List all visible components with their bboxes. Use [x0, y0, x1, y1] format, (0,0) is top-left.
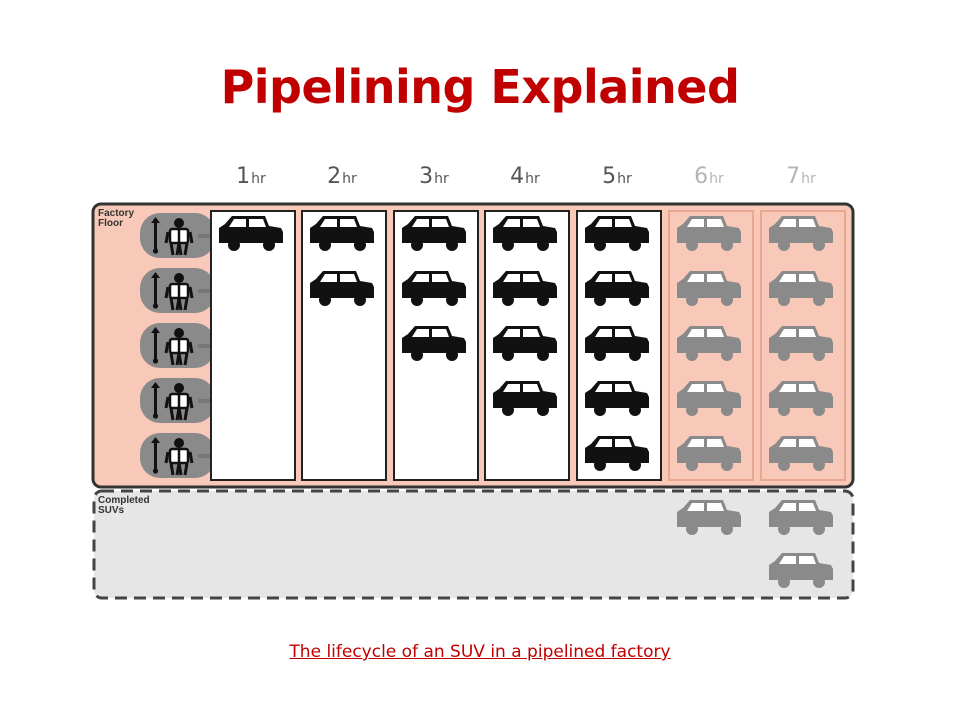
- worker-station-1: [140, 213, 215, 258]
- worker-station-2: [140, 268, 215, 313]
- worker-station-3: [140, 323, 215, 368]
- hour-label-7: 7hr: [786, 164, 816, 189]
- completed-suvs-region: [92, 489, 855, 600]
- worker-icon: [164, 218, 194, 256]
- hour-label-5: 5hr: [602, 164, 632, 189]
- hour-column-1: [210, 210, 296, 481]
- hour-column-6: [668, 210, 754, 481]
- page-title: Pipelining Explained: [220, 60, 740, 114]
- factory-floor-label-line-1: Factory: [98, 208, 135, 219]
- worker-icon: [164, 328, 194, 366]
- completed-suvs-label-line-1: Completed: [98, 495, 150, 506]
- worker-icon: [164, 273, 194, 311]
- hour-label-4: 4hr: [510, 164, 540, 189]
- completed-suvs-label-line-2: SUVs: [98, 505, 125, 516]
- worker-icon: [164, 438, 194, 476]
- hour-label-1: 1hr: [236, 164, 266, 189]
- factory-floor-label-line-2: Floor: [98, 218, 123, 229]
- hour-label-3: 3hr: [419, 164, 449, 189]
- hour-label-6: 6hr: [694, 164, 724, 189]
- worker-station-5: [140, 433, 215, 478]
- hour-label-2: 2hr: [327, 164, 357, 189]
- hour-column-7: [760, 210, 846, 481]
- caption: The lifecycle of an SUV in a pipelined f…: [289, 642, 671, 662]
- hour-column-2: [301, 210, 387, 481]
- worker-icon: [164, 383, 194, 421]
- worker-station-4: [140, 378, 215, 423]
